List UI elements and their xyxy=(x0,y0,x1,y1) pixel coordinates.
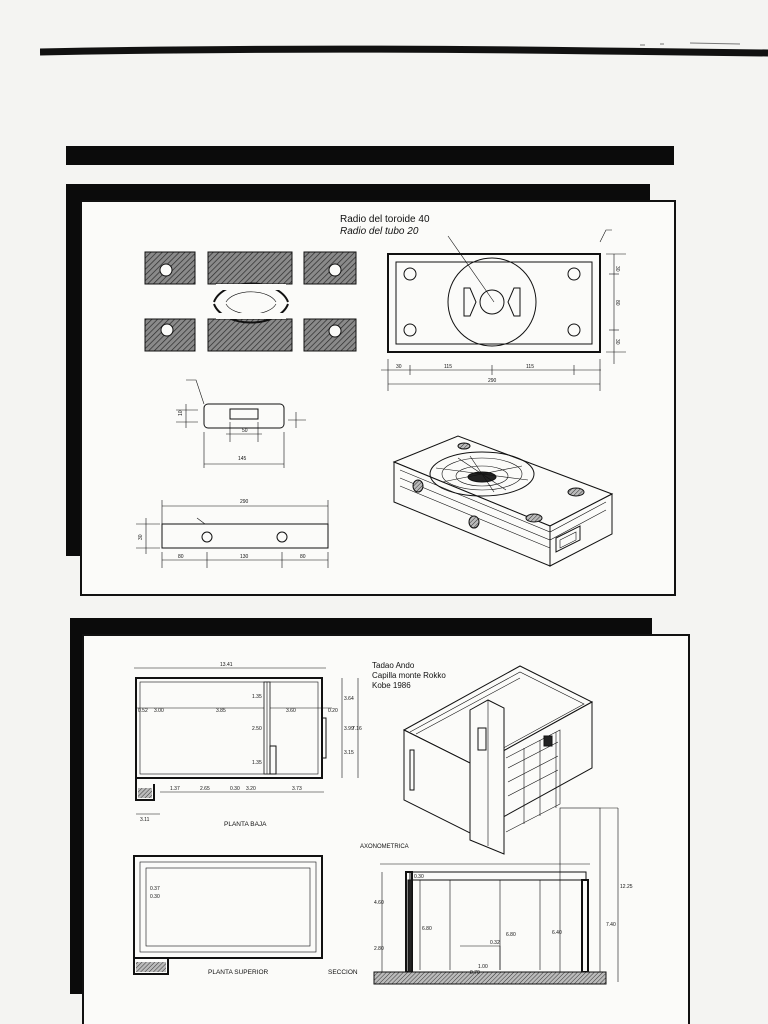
row-dim-2: 3.00 xyxy=(154,708,164,714)
row-dim-3: 3.85 xyxy=(216,708,226,714)
plan-left-small: 3.11 xyxy=(140,817,150,823)
row-dim-5: 0.20 xyxy=(328,708,338,714)
top-dim-2: 115 xyxy=(444,364,452,370)
credit-line-3: Kobe 1986 xyxy=(372,681,411,690)
top-dim-1: 30 xyxy=(396,364,402,370)
bottom-dim-3: 0.30 xyxy=(230,786,240,792)
upper-floor-plan: 0.37 0.30 PLANTA SUPERIOR xyxy=(133,855,323,976)
top-dim-total: 290 xyxy=(488,378,497,384)
small-total: 145 xyxy=(238,456,247,462)
ground-floor-plan: 13.41 0.52 3.00 3.85 3.60 0.20 1.35 2.50… xyxy=(134,662,362,828)
isometric-block xyxy=(392,435,614,567)
long-piece-elevation: 290 30 80 130 80 xyxy=(136,499,329,568)
chapel-drawings-svg: Tadao Ando Capilla monte Rokko Kobe 1986… xyxy=(133,661,633,985)
plan-top-dim: 13.41 xyxy=(220,662,233,668)
section-dim-9: 7.40 xyxy=(606,922,616,928)
bottom-dim-5: 3.73 xyxy=(292,786,302,792)
side-dim-1: 30 xyxy=(614,266,620,272)
radius-label-2: Radio del tubo 20 xyxy=(340,226,419,237)
credit-line-2: Capilla monte Rokko xyxy=(372,671,446,680)
right-dim-4: 3.15 xyxy=(344,750,354,756)
scan-top-rule xyxy=(40,42,768,57)
top-dim-3: 115 xyxy=(526,364,534,370)
section-dim-1: 0.30 xyxy=(414,874,424,880)
axonometric-label: AXONOMETRICA xyxy=(360,844,409,850)
long-part-1: 80 xyxy=(178,554,184,560)
right-dim-3: 7.16 xyxy=(352,726,362,732)
credit-line-1: Tadao Ando xyxy=(372,661,415,670)
section-dim-6: 1.00 xyxy=(478,964,488,970)
inner-dim-3: 1.35 xyxy=(252,760,262,766)
section-dim-11: 2.80 xyxy=(374,946,384,952)
plan-ground-label: PLANTA BAJA xyxy=(224,821,267,828)
inner-dim-1: 1.35 xyxy=(252,694,262,700)
side-dim-2: 80 xyxy=(614,300,620,306)
row-dim-1: 0.52 xyxy=(138,708,148,714)
section-dim-7: 6.40 xyxy=(552,930,562,936)
section-dim-5: 0.32 xyxy=(490,940,500,946)
right-dim-2: 3.99 xyxy=(344,726,354,732)
top-view-plan: Radio del toroide 40 Radio del tubo 20 3… xyxy=(340,214,626,391)
radius-label-1: Radio del toroide 40 xyxy=(340,214,430,225)
bottom-dim-4: 3.20 xyxy=(246,786,256,792)
side-dim-3: 30 xyxy=(614,339,620,345)
upper-dim-1: 0.37 xyxy=(150,886,160,892)
small-height: 10 xyxy=(178,410,184,416)
section-dim-4: 6.80 xyxy=(506,932,516,938)
section-dim-8: 12.25 xyxy=(620,884,633,890)
bottom-dim-1: 1.37 xyxy=(170,786,180,792)
plan-upper-label: PLANTA SUPERIOR xyxy=(208,969,269,976)
inner-dim-2: 2.50 xyxy=(252,726,262,732)
block-drawings-svg: Radio del toroide 40 Radio del tubo 20 3… xyxy=(136,214,626,568)
panel-block-drawings: Radio del toroide 40 Radio del tubo 20 3… xyxy=(66,184,676,596)
long-part-2: 130 xyxy=(240,554,249,560)
section-dim-3: 6.80 xyxy=(422,926,432,932)
exploded-pieces xyxy=(144,251,357,352)
section-label: SECCION xyxy=(328,969,358,976)
header-black-bar xyxy=(66,146,674,165)
axonometric-view: AXONOMETRICA xyxy=(360,665,594,855)
section-dim-10: 0.70 xyxy=(470,970,480,976)
long-height: 30 xyxy=(138,534,144,540)
row-dim-4: 3.60 xyxy=(286,708,296,714)
bottom-dim-2: 2.65 xyxy=(200,786,210,792)
small-piece-elevation: 10 50 145 xyxy=(176,379,306,468)
long-total: 290 xyxy=(240,499,249,505)
right-dim-1: 3.64 xyxy=(344,696,354,702)
small-inner: 50 xyxy=(242,428,248,434)
section-view: 0.30 4.60 6.80 6.80 0.32 1.00 6.40 12.25… xyxy=(328,807,633,985)
long-part-3: 80 xyxy=(300,554,306,560)
panel-chapel: Tadao Ando Capilla monte Rokko Kobe 1986… xyxy=(70,618,690,1024)
upper-dim-2: 0.30 xyxy=(150,894,160,900)
section-dim-2: 4.60 xyxy=(374,900,384,906)
